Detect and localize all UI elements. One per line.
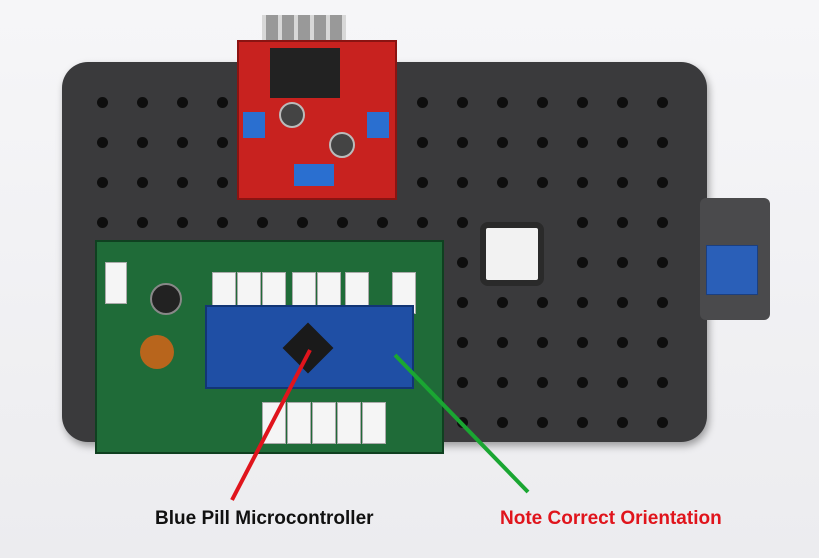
mounting-hole	[657, 177, 668, 188]
mounting-hole	[97, 217, 108, 228]
orientation-label: Note Correct Orientation	[500, 508, 722, 529]
mounting-hole	[137, 217, 148, 228]
mounting-hole	[657, 377, 668, 388]
capacitor	[279, 102, 305, 128]
mounting-hole	[617, 337, 628, 348]
mounting-hole	[617, 137, 628, 148]
mounting-hole	[537, 137, 548, 148]
mounting-hole	[217, 97, 228, 108]
mounting-hole	[537, 377, 548, 388]
blue-pill-label: Blue Pill Microcontroller	[155, 508, 374, 529]
mounting-hole	[657, 337, 668, 348]
mounting-hole	[577, 257, 588, 268]
mounting-hole	[617, 417, 628, 428]
mounting-hole	[657, 417, 668, 428]
mounting-hole	[97, 177, 108, 188]
mounting-hole	[457, 217, 468, 228]
mounting-hole	[497, 417, 508, 428]
blue-pill-pointer-line	[230, 349, 312, 501]
mounting-hole	[617, 97, 628, 108]
screw-terminal	[243, 112, 265, 138]
mounting-hole	[657, 97, 668, 108]
plate-cutout	[480, 222, 544, 286]
mounting-hole	[577, 417, 588, 428]
mounting-hole	[457, 377, 468, 388]
mounting-hole	[657, 137, 668, 148]
mounting-hole	[577, 177, 588, 188]
screw-terminal	[294, 164, 334, 186]
mounting-hole	[217, 217, 228, 228]
mounting-hole	[617, 297, 628, 308]
mounting-hole	[417, 217, 428, 228]
mounting-hole	[417, 137, 428, 148]
mounting-hole	[577, 137, 588, 148]
mounting-hole	[297, 217, 308, 228]
mounting-hole	[97, 97, 108, 108]
mounting-hole	[457, 137, 468, 148]
mounting-hole	[497, 297, 508, 308]
mounting-hole	[657, 217, 668, 228]
mounting-hole	[137, 177, 148, 188]
mounting-hole	[457, 297, 468, 308]
sensor-module	[706, 245, 758, 295]
mounting-hole	[537, 177, 548, 188]
mounting-hole	[617, 217, 628, 228]
mounting-hole	[457, 97, 468, 108]
driver-chip	[270, 48, 340, 98]
mounting-hole	[377, 217, 388, 228]
mounting-hole	[617, 377, 628, 388]
mounting-hole	[177, 177, 188, 188]
mounting-hole	[617, 257, 628, 268]
mounting-hole	[577, 297, 588, 308]
capacitor	[329, 132, 355, 158]
mounting-hole	[657, 297, 668, 308]
orientation-pointer-line	[393, 353, 530, 494]
mounting-hole	[257, 217, 268, 228]
mounting-hole	[537, 97, 548, 108]
mounting-hole	[177, 217, 188, 228]
mounting-hole	[217, 177, 228, 188]
mounting-hole	[457, 337, 468, 348]
mounting-hole	[577, 97, 588, 108]
mounting-hole	[337, 217, 348, 228]
mounting-hole	[617, 177, 628, 188]
mounting-hole	[497, 377, 508, 388]
mounting-hole	[457, 257, 468, 268]
mounting-hole	[537, 297, 548, 308]
mounting-hole	[537, 337, 548, 348]
mounting-hole	[137, 137, 148, 148]
mounting-hole	[657, 257, 668, 268]
mounting-hole	[457, 177, 468, 188]
mounting-hole	[577, 337, 588, 348]
mounting-hole	[97, 137, 108, 148]
mounting-hole	[217, 137, 228, 148]
mounting-hole	[177, 137, 188, 148]
mounting-hole	[417, 177, 428, 188]
mounting-hole	[497, 177, 508, 188]
mounting-hole	[497, 337, 508, 348]
capacitor	[150, 283, 182, 315]
mounting-hole	[177, 97, 188, 108]
screw-terminal	[367, 112, 389, 138]
mounting-hole	[497, 137, 508, 148]
mounting-hole	[417, 97, 428, 108]
mounting-hole	[137, 97, 148, 108]
mounting-hole	[537, 417, 548, 428]
inductor	[140, 335, 174, 369]
mounting-hole	[497, 97, 508, 108]
mounting-hole	[577, 377, 588, 388]
mounting-hole	[577, 217, 588, 228]
